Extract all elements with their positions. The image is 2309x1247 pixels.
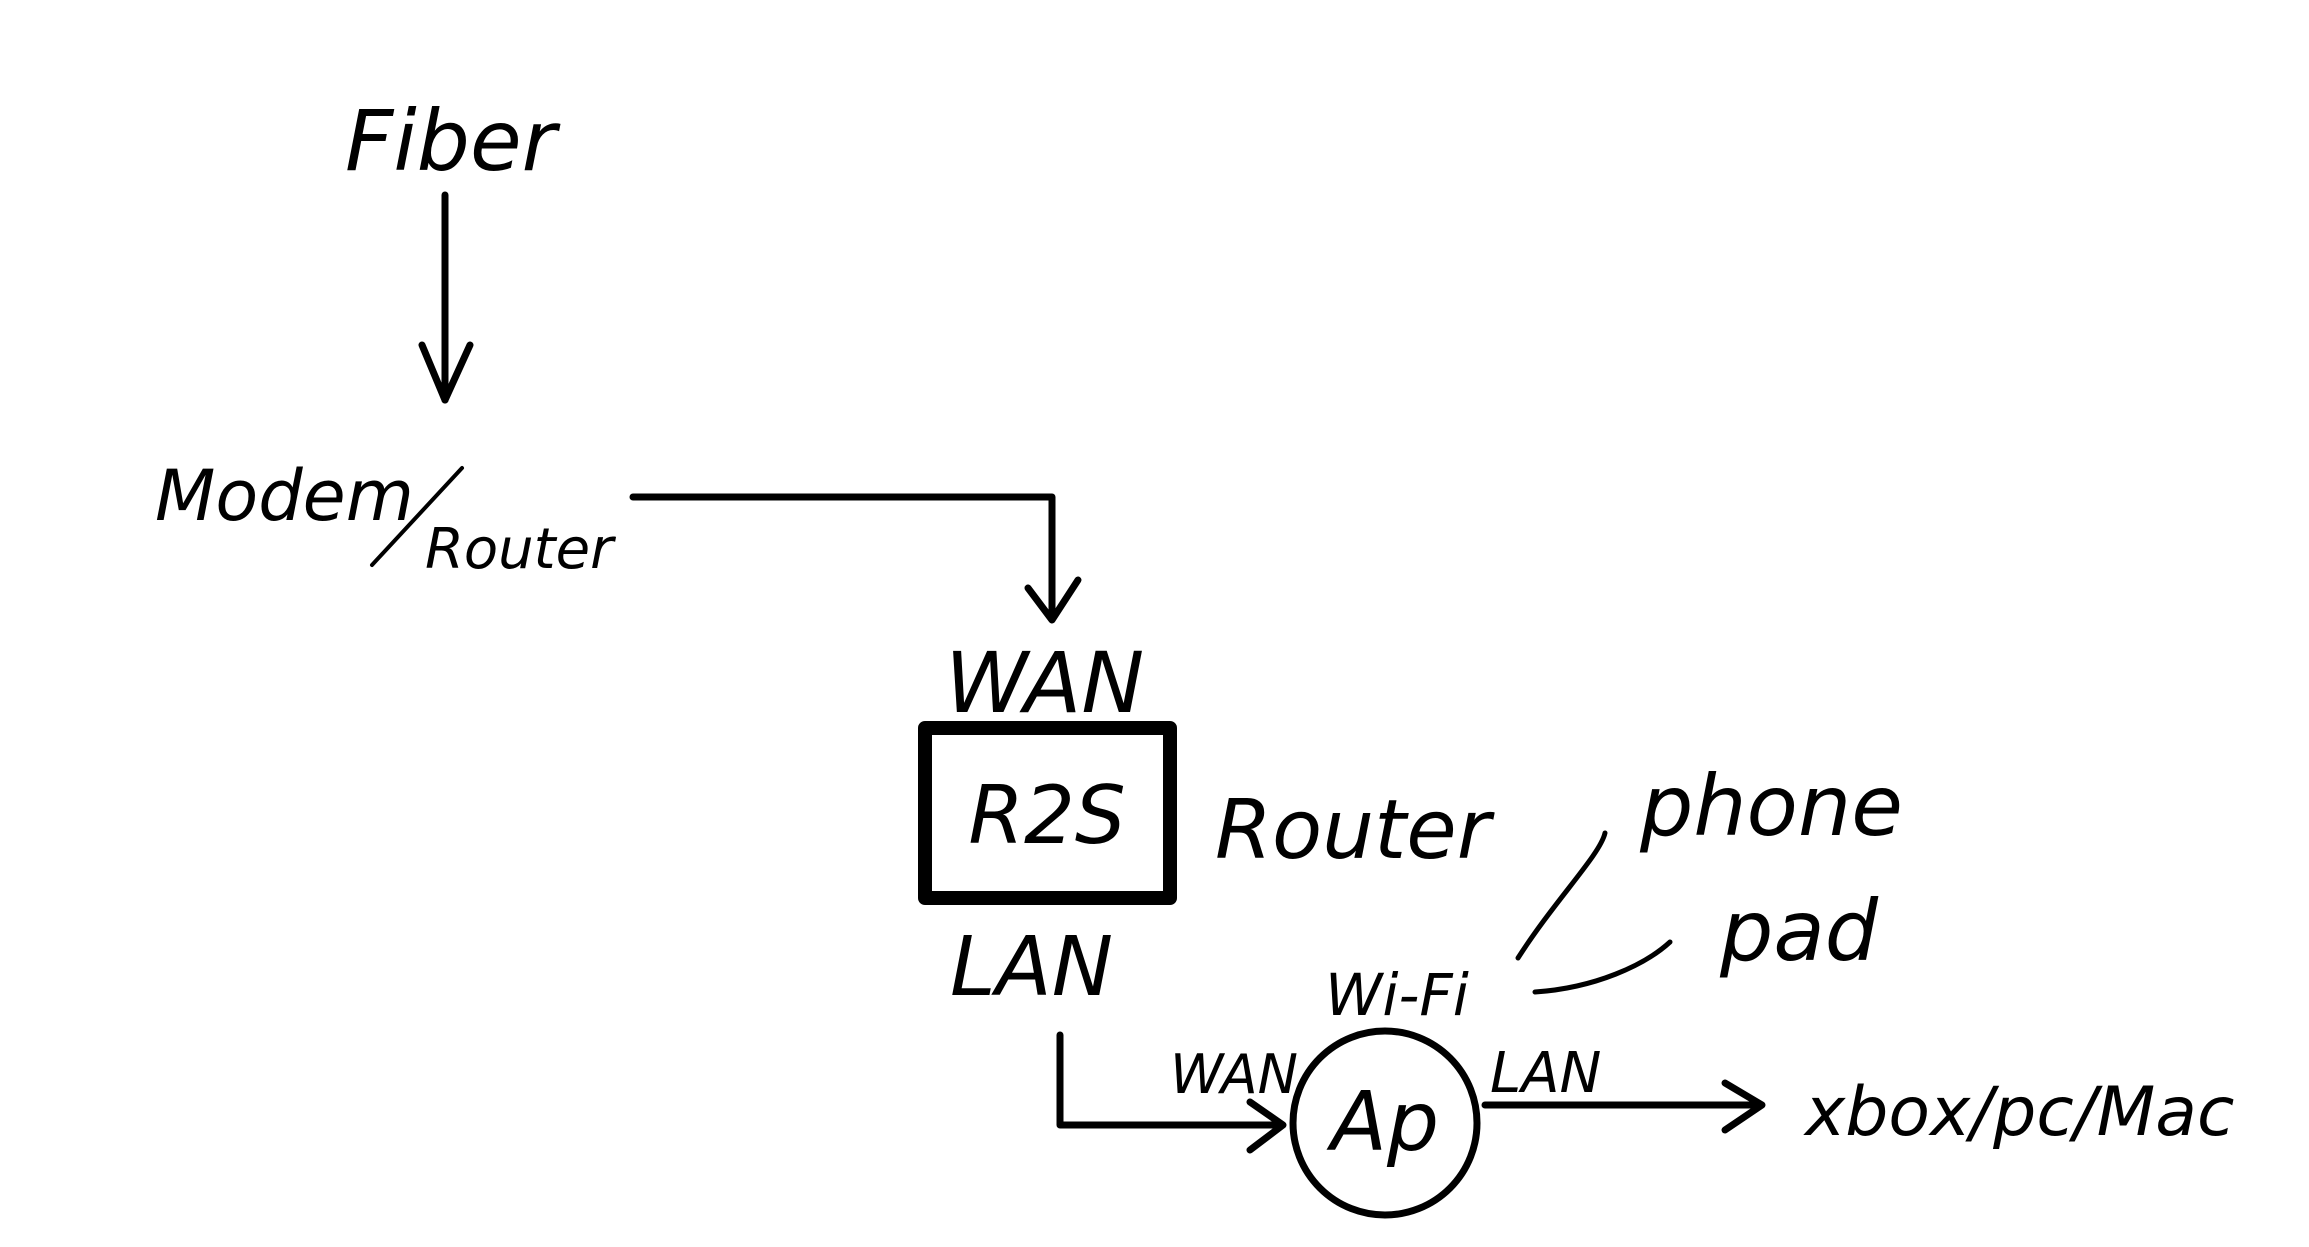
wifi-link-pad: [1532, 939, 1673, 995]
r2s-to-ap-connector: [1056, 1031, 1287, 1154]
r2s-lan-label: LAN: [950, 920, 1113, 1015]
r2s-label: R2S: [968, 769, 1125, 862]
modem-router-slash: [370, 466, 464, 567]
r2s-wan-label: WAN: [945, 634, 1144, 732]
modem-to-r2s-connector: [629, 493, 1082, 624]
modem-router-label: Router: [425, 517, 616, 582]
fiber-label: Fiber: [345, 92, 561, 190]
ap-to-devices-arrow: [1481, 1079, 1766, 1134]
r2s-box: [918, 721, 1177, 905]
ap-lan-label: LAN: [1490, 1041, 1601, 1106]
fiber-to-modem-arrow: [418, 191, 474, 404]
wifi-label: Wi-Fi: [1325, 961, 1469, 1029]
modem-label: Modem: [155, 455, 414, 537]
ap-circle: [1289, 1027, 1481, 1219]
wired-devices-label: xbox/pc/Mac: [1803, 1073, 2234, 1152]
pad-label: pad: [1719, 882, 1879, 980]
phone-label: phone: [1639, 757, 1903, 855]
ap-wan-label: WAN: [1170, 1043, 1298, 1106]
ap-label: Ap: [1326, 1075, 1439, 1170]
wifi-link-phone: [1515, 830, 1608, 961]
r2s-caption: Router: [1215, 783, 1495, 878]
